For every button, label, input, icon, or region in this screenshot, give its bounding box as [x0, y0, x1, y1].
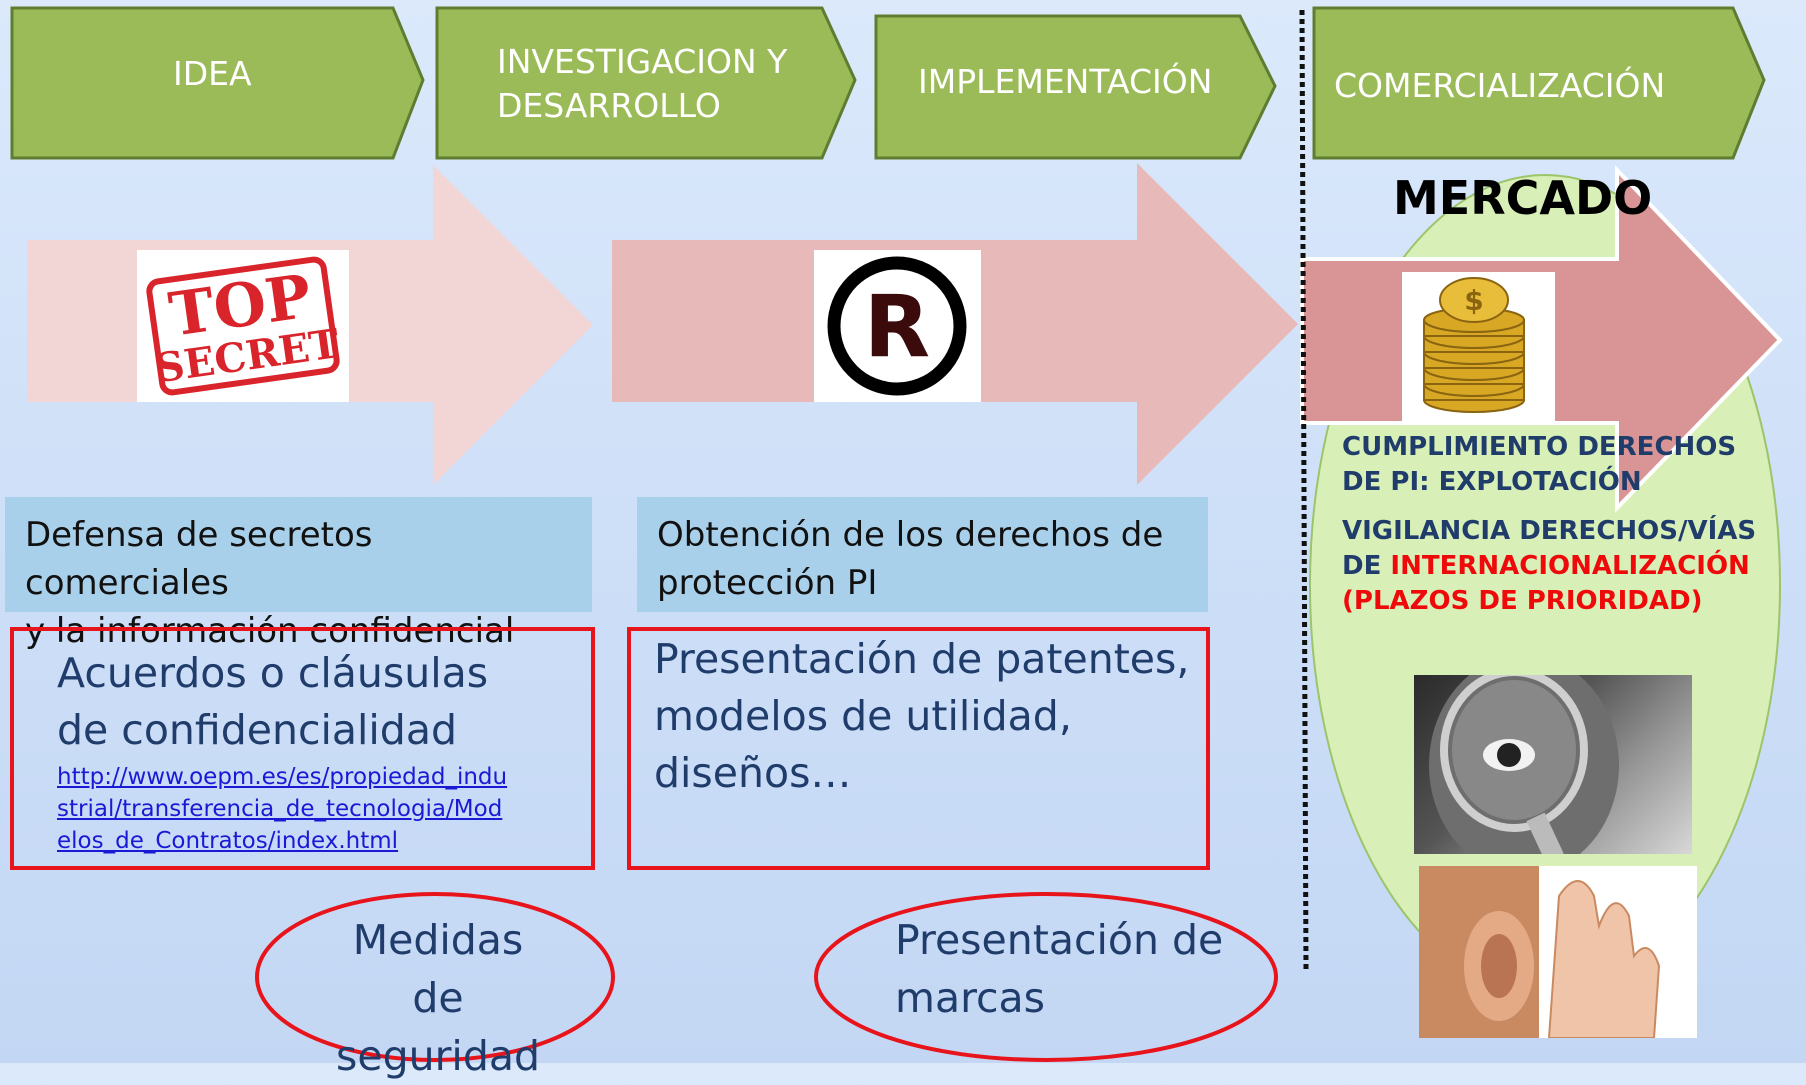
red-box-confidentiality: Acuerdos o cláusulas de confidencialidad…	[10, 627, 595, 870]
phase-divider	[1299, 9, 1309, 971]
stage-label-idea: IDEA	[173, 54, 252, 93]
market-p2-highlight: INTERNACIONALIZACIÓN	[1390, 551, 1750, 581]
market-p2-line3: (PLAZOS DE PRIORIDAD)	[1342, 586, 1703, 616]
oval-trademarks	[814, 892, 1278, 1062]
oval-trademarks-line2: marcas	[895, 974, 1046, 1022]
patents-line1: Presentación de patentes,	[654, 635, 1190, 683]
stage-label-investigacion: INVESTIGACION Y DESARROLLO	[497, 40, 787, 128]
oval-trademarks-line1: Presentación de	[895, 916, 1224, 964]
oval-security-line2: seguridad	[335, 1032, 541, 1080]
registered-trademark-icon: R	[814, 250, 981, 402]
market-p2-line2: DE INTERNACIONALIZACIÓN	[1342, 549, 1762, 584]
blue-box-secrets-line2: y la información confidencial	[25, 611, 515, 651]
market-p1-line1: CUMPLIMIENTO DERECHOS	[1342, 432, 1737, 462]
stage-label-investigacion-line2: DESARROLLO	[497, 86, 721, 125]
patents-line3: diseños…	[654, 749, 852, 797]
gold-coins-icon: $	[1402, 272, 1555, 424]
confidentiality-line2: de confidencialidad	[57, 706, 457, 754]
patents-line2: modelos de utilidad,	[654, 692, 1072, 740]
magnifying-glass-photo	[1414, 675, 1692, 854]
market-p2-prefix: DE	[1342, 551, 1391, 581]
blue-box-rights-line1: Obtención de los derechos de	[657, 515, 1164, 555]
ear-listening-photo	[1419, 866, 1697, 1038]
top-secret-image: TOP SECRET	[137, 250, 349, 402]
market-p2-line1: VIGILANCIA DERECHOS/VÍAS	[1342, 516, 1757, 546]
blue-box-rights: Obtención de los derechos de protección …	[637, 497, 1208, 612]
market-text-block: CUMPLIMIENTO DERECHOS DE PI: EXPLOTACIÓN…	[1342, 430, 1762, 619]
oval-security-text: Medidas de seguridad	[323, 911, 553, 1085]
oval-security-line1: Medidas de	[352, 916, 524, 1022]
red-box-patents: Presentación de patentes, modelos de uti…	[627, 627, 1210, 870]
market-title: MERCADO	[1393, 171, 1653, 225]
stage-label-implementacion: IMPLEMENTACIÓN	[918, 62, 1213, 101]
stage-label-investigacion-line1: INVESTIGACION Y	[497, 42, 788, 81]
stage-chevron-implementacion	[874, 14, 1277, 160]
oval-security	[255, 892, 615, 1062]
stage-chevron-comercializacion	[1312, 6, 1766, 160]
stage-chevron-investigacion	[435, 6, 857, 160]
blue-box-rights-line2: protección PI	[657, 563, 878, 603]
registered-letter: R	[864, 277, 930, 377]
stage-chevrons	[10, 6, 1766, 160]
contract-models-link[interactable]: http://www.oepm.es/es/propiedad_industri…	[57, 764, 508, 854]
confidentiality-line1: Acuerdos o cláusulas	[57, 649, 489, 697]
stage-chevron-idea	[10, 6, 425, 160]
market-p1-line2: DE PI: EXPLOTACIÓN	[1342, 467, 1642, 497]
blue-box-secrets: Defensa de secretos comerciales y la inf…	[5, 497, 592, 651]
coin-dollar-sign: $	[1464, 284, 1483, 317]
blue-box-secrets-line1: Defensa de secretos comerciales	[25, 515, 373, 603]
oval-trademarks-text: Presentación de marcas	[895, 911, 1223, 1027]
stage-label-comercializacion: COMERCIALIZACIÓN	[1334, 66, 1666, 105]
ovals-layer	[255, 892, 1278, 1062]
